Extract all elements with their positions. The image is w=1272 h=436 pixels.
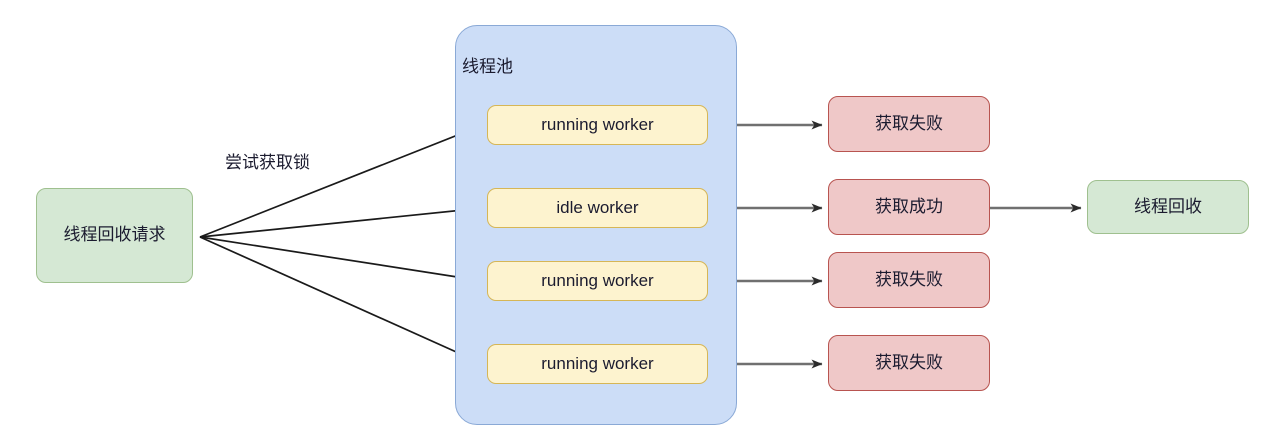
node-thread-recycle-request[interactable]: 线程回收请求 (36, 188, 193, 283)
worker-node-4[interactable]: running worker (487, 344, 708, 384)
result-node-1[interactable]: 获取失败 (828, 96, 990, 152)
result-node-1-label: 获取失败 (875, 113, 943, 133)
edge-label-try-acquire-lock: 尝试获取锁 (225, 153, 310, 172)
result-node-4-label: 获取失败 (875, 352, 943, 372)
worker-node-2[interactable]: idle worker (487, 188, 708, 228)
result-node-4[interactable]: 获取失败 (828, 335, 990, 391)
worker-node-1[interactable]: running worker (487, 105, 708, 145)
node-thread-recycled[interactable]: 线程回收 (1087, 180, 1249, 234)
worker-node-3-label: running worker (541, 270, 654, 290)
worker-node-2-label: idle worker (556, 197, 639, 217)
node-thread-recycled-label: 线程回收 (1134, 196, 1202, 216)
worker-node-4-label: running worker (541, 353, 654, 373)
result-node-3[interactable]: 获取失败 (828, 252, 990, 308)
node-thread-recycle-request-label: 线程回收请求 (63, 225, 166, 245)
worker-node-3[interactable]: running worker (487, 261, 708, 301)
thread-pool-label: 线程池 (462, 57, 513, 76)
worker-node-1-label: running worker (541, 114, 654, 134)
result-node-2[interactable]: 获取成功 (828, 179, 990, 235)
result-node-3-label: 获取失败 (875, 269, 943, 289)
result-node-2-label: 获取成功 (875, 196, 943, 216)
